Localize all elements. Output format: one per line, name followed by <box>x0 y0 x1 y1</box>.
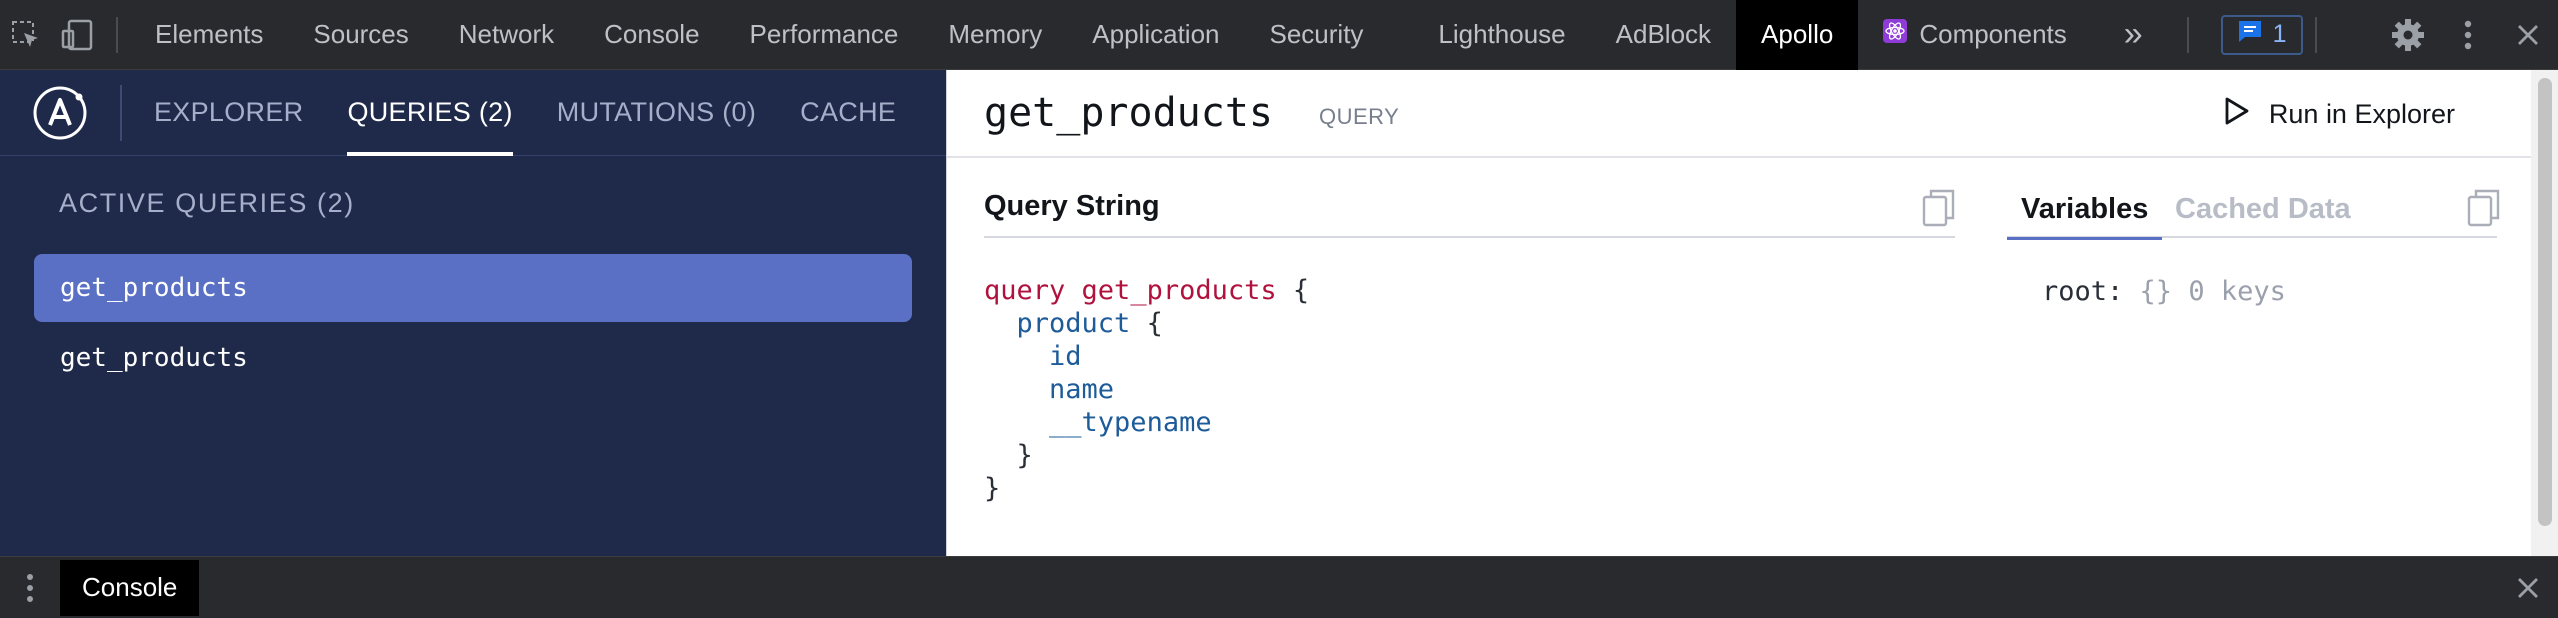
query-list-item[interactable]: get_products <box>60 343 248 373</box>
issues-button[interactable]: 1 <box>2220 14 2303 55</box>
tab-apollo[interactable]: Apollo <box>1736 0 1859 70</box>
console-drawer: Console <box>0 556 2558 618</box>
code-indent <box>984 374 1049 405</box>
code-line: __typename <box>984 406 1309 439</box>
message-icon <box>2237 19 2263 50</box>
toolbar-right-tools <box>2378 0 2558 70</box>
vertical-scrollbar[interactable] <box>2531 70 2558 556</box>
scrollbar-thumb[interactable] <box>2538 78 2552 526</box>
code-punct: } <box>1016 440 1033 471</box>
code-line: } <box>984 472 1309 505</box>
toolbar-divider <box>2186 16 2189 53</box>
code-line: query get_products { <box>984 274 1309 307</box>
query-title: get_products <box>984 90 1273 136</box>
close-drawer-icon[interactable] <box>2498 557 2558 618</box>
code-line: } <box>984 439 1309 472</box>
nav-divider <box>120 84 122 141</box>
nav-tab-cache[interactable]: CACHE <box>800 97 897 127</box>
tab-performance[interactable]: Performance <box>749 19 899 49</box>
tab-memory[interactable]: Memory <box>948 19 1043 49</box>
drawer-tab-console[interactable]: Console <box>60 559 200 616</box>
tab-sources[interactable]: Sources <box>313 19 409 49</box>
code-field: product <box>1016 308 1131 339</box>
device-toolbar-icon[interactable] <box>52 0 104 70</box>
root-key-count: 0 keys <box>2188 276 2286 307</box>
code-operation-name: get_products <box>1081 275 1277 306</box>
double-chevron-icon[interactable]: » <box>2123 15 2143 53</box>
apollo-logo-icon <box>32 85 88 141</box>
issues-count: 1 <box>2272 20 2287 48</box>
variables-root: root: {} 0 keys <box>2042 276 2286 307</box>
apollo-sidebar: EXPLORER QUERIES (2) MUTATIONS (0) CACHE… <box>0 70 946 556</box>
nav-tab-explorer[interactable]: EXPLORER <box>154 97 304 127</box>
devtools-toolbar: Elements Sources Network Console Perform… <box>0 0 2558 70</box>
tab-network[interactable]: Network <box>458 19 555 49</box>
tab-adblock[interactable]: AdBlock <box>1615 19 1712 49</box>
code-punct: } <box>984 473 1001 504</box>
run-in-explorer-label: Run in Explorer <box>2268 98 2455 129</box>
code-field: name <box>1049 374 1115 405</box>
code-punct: { <box>1276 275 1310 306</box>
inspect-element-icon[interactable] <box>0 0 52 70</box>
react-icon <box>1883 19 1908 50</box>
tab-cached-data[interactable]: Cached Data <box>2175 192 2351 225</box>
code-indent <box>984 440 1017 471</box>
tab-components-label: Components <box>1919 19 2067 49</box>
query-type-label: QUERY <box>1319 104 1400 129</box>
query-detail: get_products QUERY Run in Explorer Query… <box>946 70 2531 556</box>
tab-variables[interactable]: Variables <box>2007 180 2163 240</box>
code-indent <box>984 308 1017 339</box>
nav-tab-mutations[interactable]: MUTATIONS (0) <box>556 97 757 127</box>
query-detail-header: get_products QUERY Run in Explorer <box>947 70 2531 158</box>
drawer-menu-icon[interactable] <box>0 557 60 618</box>
tab-components[interactable]: Components <box>1858 0 2091 70</box>
code-field: __typename <box>1049 407 1212 438</box>
run-in-explorer-button[interactable]: Run in Explorer <box>2223 92 2455 136</box>
tab-console[interactable]: Console <box>604 19 700 49</box>
code-indent <box>984 341 1049 372</box>
toolbar-divider <box>116 16 118 53</box>
tab-security[interactable]: Security <box>1269 19 1364 49</box>
close-icon[interactable] <box>2498 0 2558 70</box>
nav-tab-queries[interactable]: QUERIES (2) <box>347 70 514 156</box>
toolbar-divider <box>2314 16 2317 53</box>
code-field: id <box>1049 341 1082 372</box>
active-queries-heading: ACTIVE QUERIES (2) <box>59 188 355 218</box>
root-value[interactable]: {} <box>2139 276 2173 307</box>
code-line: product { <box>984 307 1309 340</box>
settings-gear-icon[interactable] <box>2378 0 2438 70</box>
play-icon <box>2223 96 2251 133</box>
code-indent <box>984 407 1049 438</box>
query-string-label: Query String <box>984 190 1160 222</box>
root-key: root: <box>2042 276 2124 307</box>
copy-icon[interactable] <box>2467 188 2503 228</box>
kebab-menu-icon[interactable] <box>2438 0 2498 70</box>
apollo-panel: EXPLORER QUERIES (2) MUTATIONS (0) CACHE… <box>0 70 2558 556</box>
apollo-nav: EXPLORER QUERIES (2) MUTATIONS (0) CACHE <box>0 70 946 156</box>
code-line: id <box>984 340 1309 373</box>
query-list-item[interactable]: get_products <box>34 254 912 322</box>
tab-elements[interactable]: Elements <box>155 19 264 49</box>
code-keyword: query <box>984 275 1066 306</box>
query-string-header: Query String <box>984 180 1955 238</box>
tab-lighthouse[interactable]: Lighthouse <box>1438 19 1566 49</box>
query-code: query get_products { product { id name _… <box>984 274 1309 505</box>
code-punct: { <box>1130 308 1163 339</box>
code-line: name <box>984 373 1309 406</box>
tab-application[interactable]: Application <box>1092 19 1220 49</box>
copy-icon[interactable] <box>1922 188 1958 228</box>
variables-tabs: Variables Cached Data <box>2007 180 2500 240</box>
